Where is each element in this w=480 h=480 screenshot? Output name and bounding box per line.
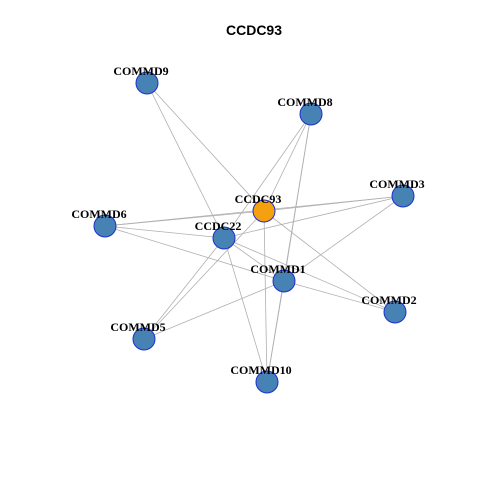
edge-ccdc22-commd5 [143, 237, 225, 340]
edge-ccdc22-commd1 [223, 237, 285, 282]
edge-commd3-commd1 [283, 195, 404, 282]
edge-commd9-ccdc22 [146, 82, 225, 239]
node-label-commd8: COMMD8 [277, 95, 332, 109]
node-commd10: COMMD10 [230, 363, 292, 394]
node-ccdc22: CCDC22 [195, 219, 242, 250]
node-ccdc93: CCDC93 [235, 192, 282, 223]
edge-commd6-commd1 [104, 225, 285, 282]
node-commd2: COMMD2 [361, 293, 417, 324]
nodes-layer: COMMD9COMMD8COMMD3CCDC93COMMD6CCDC22COMM… [71, 64, 425, 394]
node-circle-commd5 [132, 327, 156, 351]
edge-ccdc93-commd6 [104, 210, 265, 227]
node-circle-commd6 [93, 214, 117, 238]
node-circle-ccdc22 [212, 226, 236, 250]
node-label-commd5: COMMD5 [110, 320, 165, 334]
edges-layer [104, 82, 404, 383]
node-label-commd10: COMMD10 [230, 363, 291, 377]
graph-title: CCDC93 [226, 22, 282, 38]
edge-commd1-commd2 [283, 280, 396, 313]
node-commd5: COMMD5 [110, 320, 166, 351]
node-label-commd6: COMMD6 [71, 207, 126, 221]
node-circle-commd3 [391, 184, 415, 208]
node-commd9: COMMD9 [113, 64, 169, 95]
edge-commd9-ccdc93 [146, 82, 265, 212]
node-label-commd3: COMMD3 [369, 177, 424, 191]
edge-ccdc93-commd2 [263, 210, 396, 313]
node-label-ccdc93: CCDC93 [235, 192, 282, 206]
edge-commd6-ccdc22 [104, 225, 225, 239]
edge-commd8-ccdc22 [223, 113, 312, 239]
edge-ccdc93-commd5 [143, 210, 265, 340]
node-label-commd1: COMMD1 [250, 262, 305, 276]
node-commd1: COMMD1 [250, 262, 306, 293]
node-label-commd9: COMMD9 [113, 64, 168, 78]
node-circle-commd8 [299, 102, 323, 126]
edge-commd1-commd5 [143, 280, 285, 340]
node-circle-commd9 [135, 71, 159, 95]
node-label-ccdc22: CCDC22 [195, 219, 242, 233]
edge-ccdc22-commd2 [223, 237, 396, 313]
node-commd6: COMMD6 [71, 207, 127, 238]
node-circle-commd2 [383, 300, 407, 324]
node-circle-commd10 [255, 370, 279, 394]
node-circle-ccdc93 [252, 199, 276, 223]
edge-commd8-ccdc93 [263, 113, 312, 212]
edge-commd3-ccdc22 [223, 195, 404, 239]
edge-commd1-commd10 [266, 280, 285, 383]
edge-ccdc22-commd10 [223, 237, 268, 383]
node-label-commd2: COMMD2 [361, 293, 416, 307]
edge-ccdc93-commd10 [263, 210, 268, 383]
node-circle-commd1 [272, 269, 296, 293]
node-commd8: COMMD8 [277, 95, 333, 126]
edge-commd3-ccdc93 [263, 195, 404, 212]
node-commd3: COMMD3 [369, 177, 425, 208]
